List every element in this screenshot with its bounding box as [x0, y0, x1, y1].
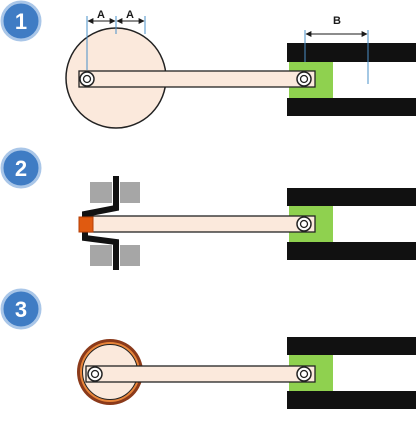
- step-3-number: 3: [15, 297, 27, 322]
- guide-block-top-right: [120, 182, 140, 203]
- cylinder-bottom-wall: [287, 98, 416, 116]
- piston-pin-3: [296, 366, 312, 382]
- step-2-badge: 2: [0, 147, 42, 189]
- connecting-rod: [78, 70, 316, 88]
- dimension-a-left-label: A: [97, 9, 105, 21]
- crank-pin-2: [78, 216, 94, 233]
- crank-pin: [79, 71, 95, 87]
- dimension-a: A A: [86, 9, 146, 70]
- dimension-b: B: [304, 15, 369, 84]
- cylinder-bottom-wall-3: [287, 391, 416, 409]
- cylinder-top-wall-2: [287, 188, 416, 206]
- step-3-badge: 3: [0, 288, 42, 330]
- connecting-rod-2: [88, 215, 316, 233]
- dimension-a-right-label: A: [126, 9, 134, 21]
- piston-pin-2: [296, 216, 312, 232]
- cylinder-top-wall-3: [287, 337, 416, 355]
- cylinder-top-wall: [287, 43, 416, 62]
- cylinder-bottom-wall-2: [287, 242, 416, 260]
- step-1-group: 1 A A: [0, 0, 416, 129]
- piston-pin: [296, 71, 312, 87]
- guide-block-bottom-left: [90, 245, 112, 266]
- step-1-badge: 1: [0, 0, 42, 42]
- step-2-group: 2: [0, 147, 416, 270]
- dimension-b-label: B: [333, 15, 341, 27]
- guide-block-bottom-right: [120, 245, 140, 266]
- step-2-number: 2: [15, 156, 27, 181]
- step-1-number: 1: [15, 9, 27, 34]
- guide-block-top-left: [90, 182, 112, 203]
- connecting-rod-3: [85, 365, 316, 383]
- crank-pin-3: [87, 366, 103, 382]
- step-3-group: 3: [0, 288, 416, 409]
